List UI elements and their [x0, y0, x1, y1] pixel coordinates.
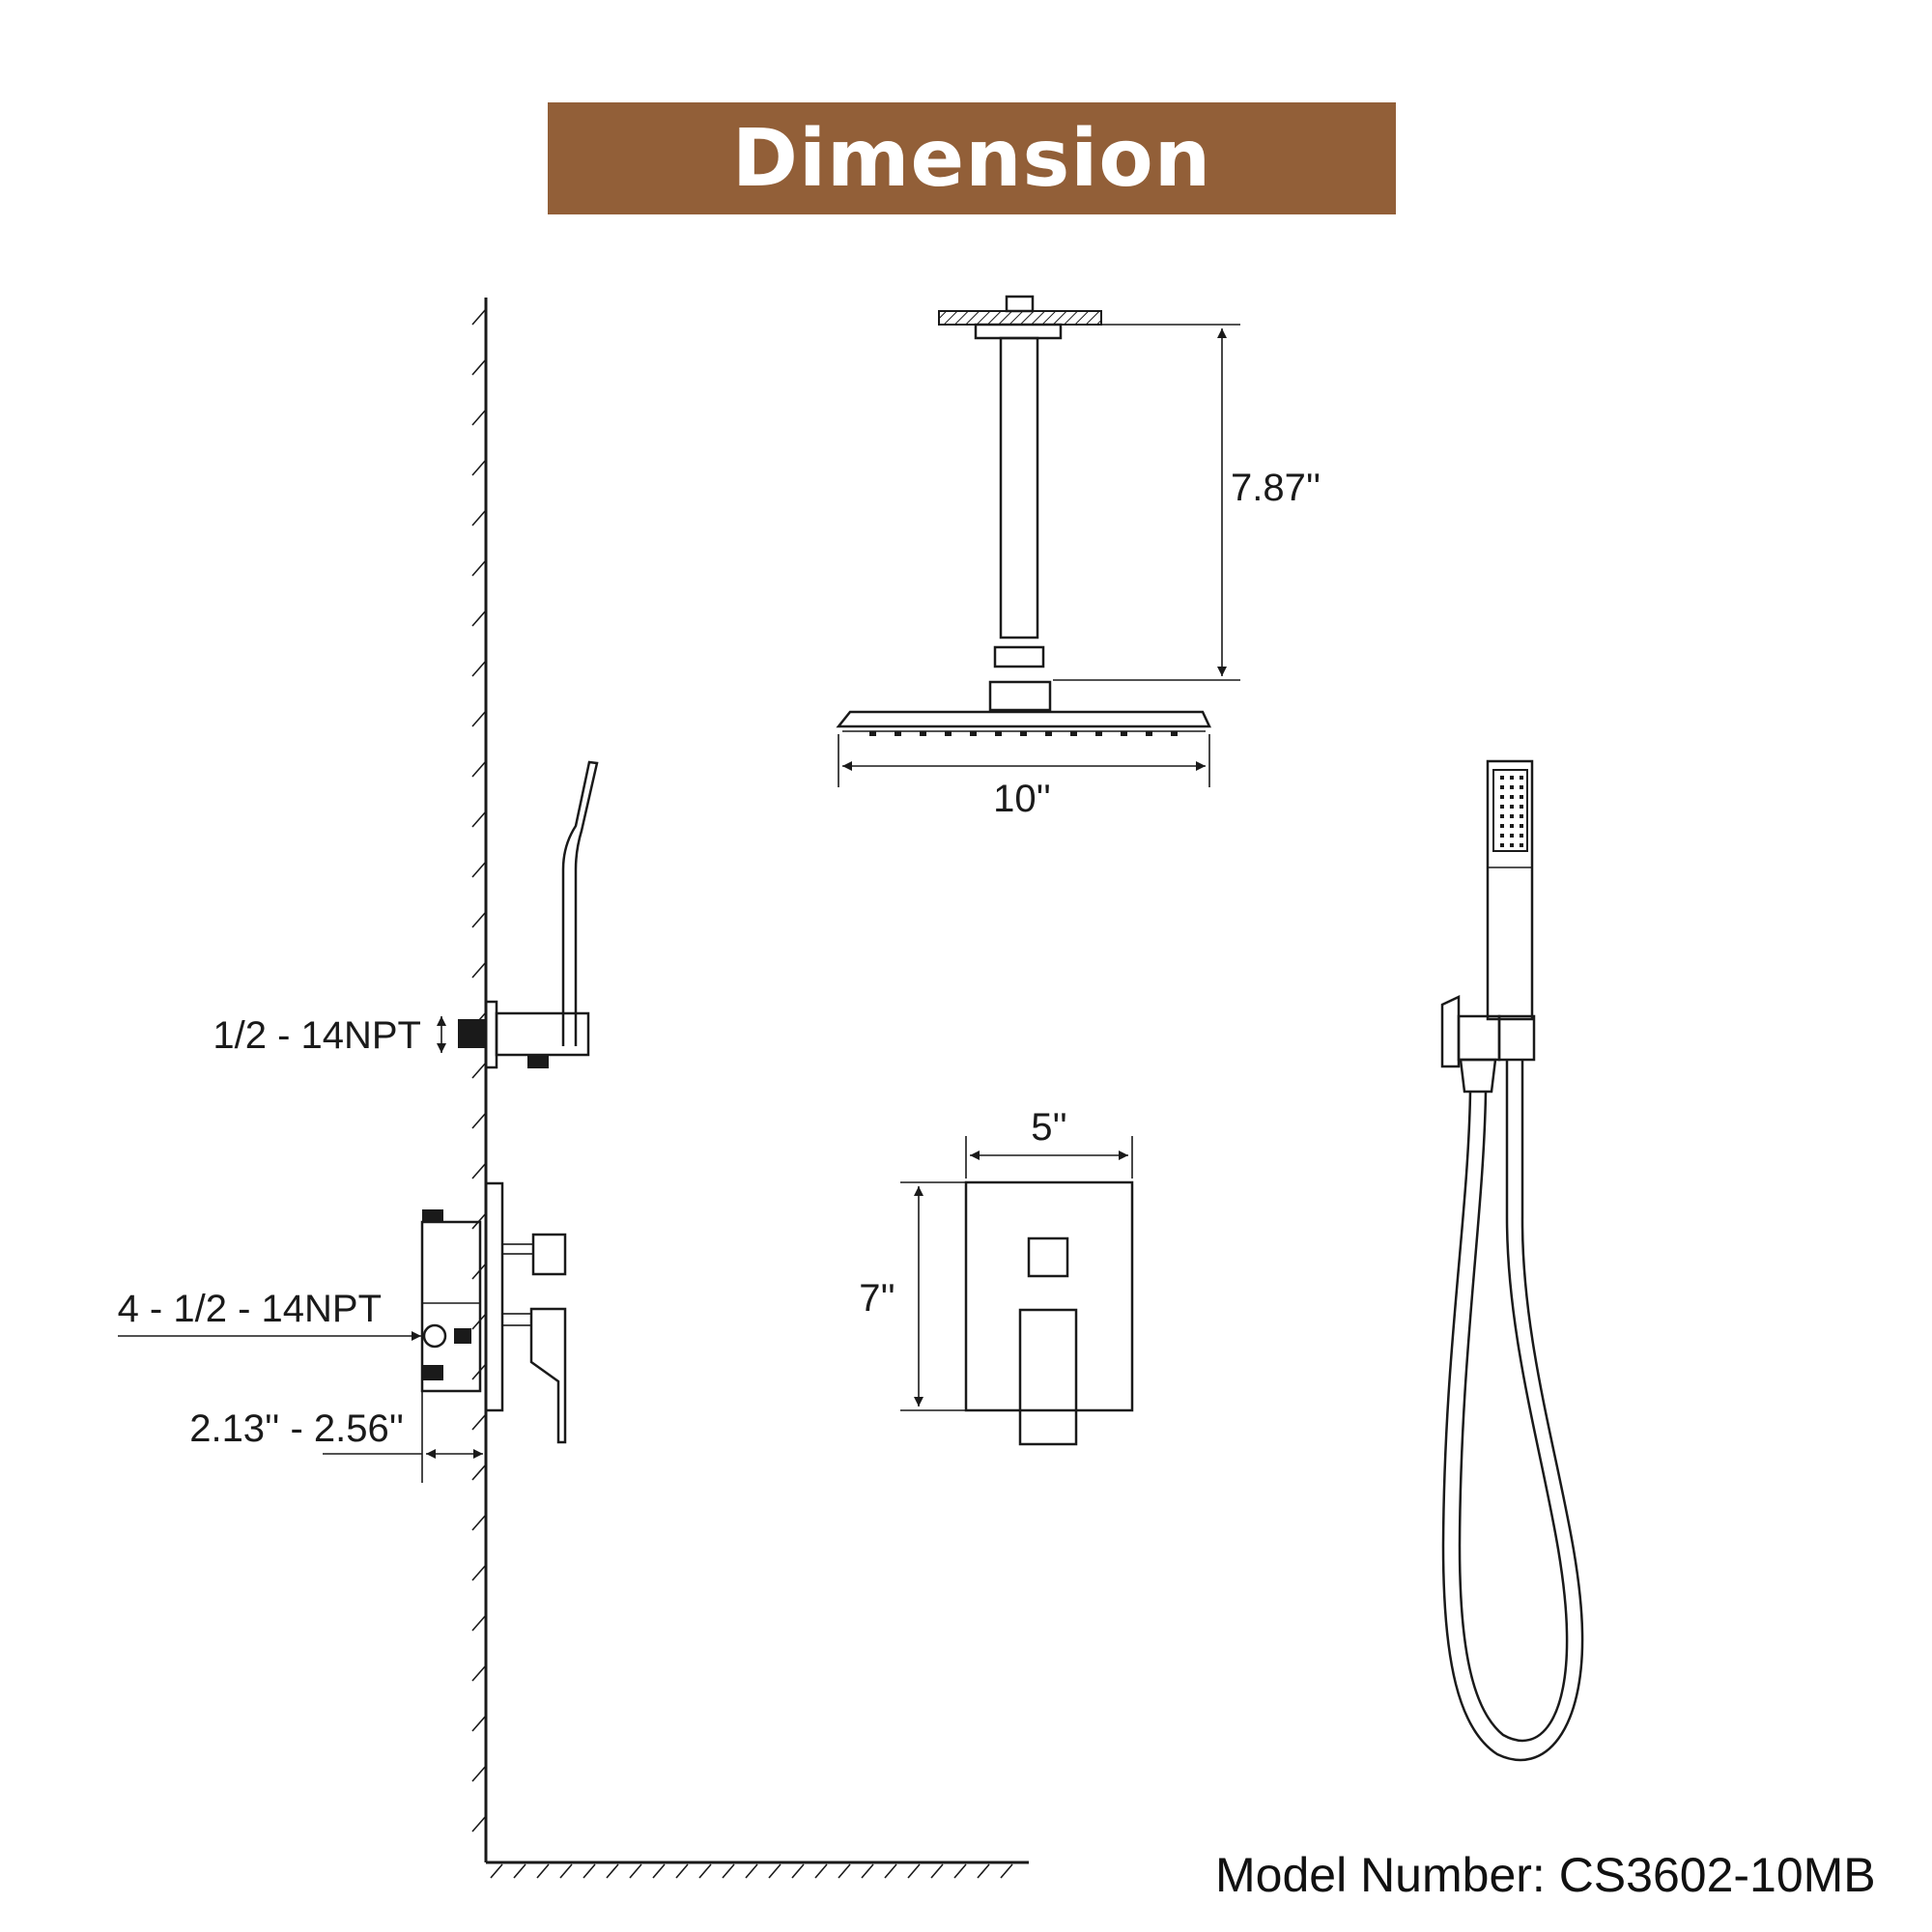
valve-trim-front — [964, 1180, 1134, 1446]
floor-hatch-tick — [791, 1863, 805, 1879]
arm-height-dimension: 7.87'' — [1053, 324, 1321, 681]
wall-handshower-side — [458, 760, 599, 1069]
wall-hatch-tick — [471, 1614, 487, 1632]
rain-head-nozzle — [995, 731, 1002, 736]
wall-hatch-tick — [471, 1815, 487, 1833]
wall-hatch-tick — [471, 861, 487, 878]
floor-hatch-tick — [652, 1863, 666, 1879]
floor-hatch-tick — [907, 1863, 921, 1879]
wall-hatch-tick — [471, 710, 487, 727]
floor-hatch-tick — [977, 1863, 990, 1879]
rain-head-nozzle — [1095, 731, 1102, 736]
floor-hatch-tick — [1000, 1863, 1013, 1879]
plate-width-label: 5'' — [1031, 1106, 1067, 1149]
wall-hatch-tick — [471, 459, 487, 476]
rain-head-nozzle — [1171, 731, 1178, 736]
wall-hatch-tick — [471, 1112, 487, 1129]
inlet-threads-dimension: 4 - 1/2 - 14NPT — [118, 1288, 421, 1341]
wall-hatch-tick — [471, 961, 487, 979]
rain-head-nozzle — [1121, 731, 1127, 736]
wall-hatch-tick — [471, 1062, 487, 1079]
floor-hatch-tick — [838, 1863, 851, 1879]
wall-section — [471, 298, 1029, 1879]
floor-hatch-tick — [698, 1863, 712, 1879]
floor-hatch-tick — [861, 1863, 874, 1879]
wall-hatch-tick — [471, 358, 487, 376]
inlet-threads-label: 4 - 1/2 - 14NPT — [118, 1288, 382, 1330]
rain-head-nozzle — [1045, 731, 1052, 736]
wall-hatch-tick — [471, 660, 487, 677]
wall-hatch-tick — [471, 760, 487, 778]
ceiling-rain-shower — [836, 295, 1211, 736]
head-width-label: 10'' — [993, 778, 1051, 820]
rain-head-nozzle — [895, 731, 901, 736]
floor-hatch-tick — [490, 1863, 503, 1879]
valve-depth-label: 2.13'' - 2.56'' — [189, 1407, 404, 1450]
floor-hatch-tick — [745, 1863, 758, 1879]
rain-head-nozzle — [869, 731, 876, 736]
rain-head-nozzle — [1020, 731, 1027, 736]
floor-hatch-tick — [953, 1863, 967, 1879]
page-title: Dimension — [731, 112, 1212, 205]
floor-hatch-tick — [722, 1863, 735, 1879]
floor-hatch-tick — [582, 1863, 596, 1879]
rain-head-nozzle — [1070, 731, 1077, 736]
mixing-valve-side — [420, 1181, 567, 1444]
wall-hatch-tick — [471, 509, 487, 526]
wall-hatch-tick — [471, 1413, 487, 1431]
wall-hatch-tick — [471, 559, 487, 577]
floor-hatch-tick — [559, 1863, 573, 1879]
arm-height-label: 7.87'' — [1231, 467, 1321, 509]
wall-hatch-tick — [471, 409, 487, 426]
title-banner: Dimension — [548, 102, 1396, 214]
wall-hatch-tick — [471, 1463, 487, 1481]
rain-head-nozzle — [945, 731, 952, 736]
floor-hatch-tick — [768, 1863, 781, 1879]
model-number: Model Number: CS3602-10MB — [1215, 1848, 1876, 1902]
plate-width-dimension: 5'' — [965, 1106, 1133, 1179]
wall-hatch-tick — [471, 1162, 487, 1179]
floor-hatch-tick — [884, 1863, 897, 1879]
head-width-dimension: 10'' — [838, 734, 1210, 820]
wall-hatch-tick — [471, 1664, 487, 1682]
floor-hatch-tick — [606, 1863, 619, 1879]
outlet-thread-dimension: 1/2 - 14NPT — [213, 1014, 446, 1057]
wall-hatch-tick — [471, 810, 487, 828]
wall-hatch-tick — [471, 911, 487, 928]
rain-head-nozzle — [970, 731, 977, 736]
wall-hatch-tick — [471, 610, 487, 627]
floor-hatch-tick — [930, 1863, 944, 1879]
wall-hatch-tick — [471, 308, 487, 326]
wall-hatch-tick — [471, 1765, 487, 1782]
wall-hatch-tick — [471, 1564, 487, 1581]
plate-height-dimension: 7'' — [859, 1181, 966, 1411]
floor-hatch-tick — [814, 1863, 828, 1879]
floor-hatch-tick — [536, 1863, 550, 1879]
wall-hatch-tick — [471, 1715, 487, 1732]
plate-height-label: 7'' — [859, 1277, 895, 1320]
rain-head-nozzle — [1146, 731, 1152, 736]
wall-hatch-tick — [471, 1514, 487, 1531]
handshower-front — [1440, 759, 1584, 1761]
floor-hatch-tick — [513, 1863, 526, 1879]
floor-hatch-tick — [675, 1863, 689, 1879]
rain-head-nozzle — [920, 731, 926, 736]
valve-depth-dimension: 2.13'' - 2.56'' — [189, 1391, 483, 1483]
floor-hatch-tick — [629, 1863, 642, 1879]
outlet-thread-label: 1/2 - 14NPT — [213, 1014, 421, 1057]
